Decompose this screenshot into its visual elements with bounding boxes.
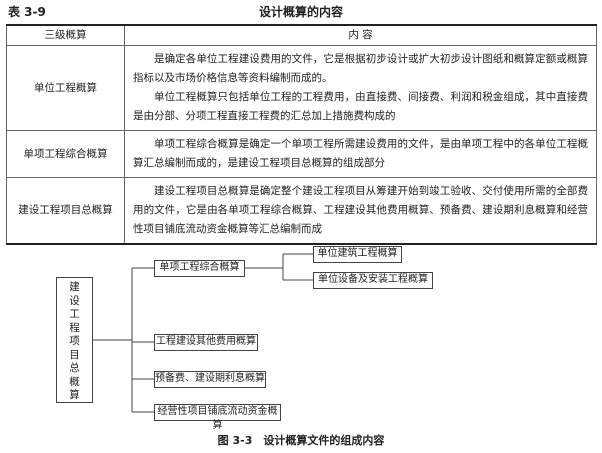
level1-node: 工程建设其他费用概算: [154, 334, 258, 351]
diagram-connectors: [93, 253, 313, 413]
level2-node: 单位设备及安装工程概算: [313, 272, 433, 289]
table-caption: 表 3-9 设计概算的内容: [0, 0, 602, 22]
row-paragraph: 单位工程概算只包括单位工程的工程费用，由直接费、间接费、利润和税金组成，其中直接…: [133, 91, 588, 122]
estimate-content-table: 三级概算 内 容 单位工程概算 是确定各单位工程建设费用的文件，它是根据初步设计…: [6, 24, 597, 245]
row-paragraph: 是确定各单位工程建设费用的文件，它是根据初步设计或扩大初步设计图纸和概算定额或概…: [133, 53, 588, 84]
row-name: 单位工程概算: [6, 45, 125, 131]
table-row: 建设工程项目总概算 建设工程项目总概算是确定整个建设工程项目从筹建开始到竣工验收…: [6, 177, 597, 245]
level1-node: 单项工程综合概算: [154, 260, 245, 277]
table-title: 设计概算的内容: [258, 5, 343, 19]
row-content: 是确定各单位工程建设费用的文件，它是根据初步设计或扩大初步设计图纸和概算定额或概…: [124, 45, 597, 131]
row-paragraph: 建设工程项目总概算是确定整个建设工程项目从筹建开始到竣工验收、交付使用所需的全部…: [133, 185, 588, 235]
root-node: 建设工程项目总概算: [56, 277, 93, 403]
row-content: 单项工程综合概算是确定一个单项工程所需建设费用的文件，是由单项工程中的各单位工程…: [124, 130, 597, 178]
row-paragraph: 单项工程综合概算是确定一个单项工程所需建设费用的文件，是由单项工程中的各单位工程…: [133, 138, 588, 169]
level1-node: 预备费、建设期利息概算: [154, 371, 266, 388]
header-level: 三级概算: [6, 24, 125, 46]
level1-node: 经营性项目铺底流动资金概算: [154, 404, 281, 431]
table-row: 单位工程概算 是确定各单位工程建设费用的文件，它是根据初步设计或扩大初步设计图纸…: [6, 45, 597, 131]
header-content: 内 容: [124, 24, 597, 46]
table-row: 单项工程综合概算 单项工程综合概算是确定一个单项工程所需建设费用的文件，是由单项…: [6, 130, 597, 178]
row-name: 单项工程综合概算: [6, 130, 125, 178]
table-header-row: 三级概算 内 容: [6, 24, 597, 46]
figure-caption: 图 3-3 设计概算文件的组成内容: [217, 434, 385, 447]
row-name: 建设工程项目总概算: [6, 177, 125, 245]
table-number: 表 3-9: [8, 5, 46, 19]
row-content: 建设工程项目总概算是确定整个建设工程项目从筹建开始到竣工验收、交付使用所需的全部…: [124, 177, 597, 245]
root-label: 建设工程项目总概算: [69, 281, 80, 401]
level2-node: 单位建筑工程概算: [313, 246, 402, 263]
